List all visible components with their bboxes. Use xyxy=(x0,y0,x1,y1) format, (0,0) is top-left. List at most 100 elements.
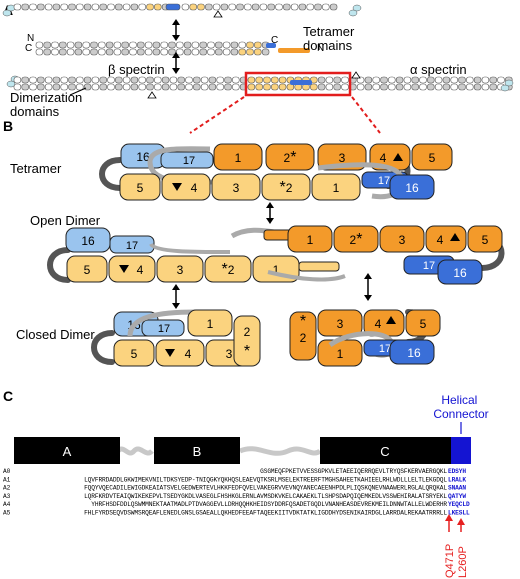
repeat-4-label: 4 xyxy=(375,317,382,331)
beta-repeat xyxy=(74,41,83,49)
alignment-row-name: A5 xyxy=(3,510,11,517)
repeat-1-label: 1 xyxy=(207,317,214,331)
repeat-1-beta-dark xyxy=(287,225,333,253)
repeat-3-beta-dark xyxy=(379,225,425,253)
alignment-row-sequence: FQQYVQECADILEWIGDKEAIATSVELGEDWERTEVLHKK… xyxy=(84,485,447,492)
spectrin-repeat xyxy=(317,83,326,91)
alpha-repeat xyxy=(152,48,161,56)
beta-repeat xyxy=(98,41,106,49)
spectrin-repeat xyxy=(388,76,396,84)
n-terminus-right-label: N xyxy=(317,43,324,54)
helical-connector-box xyxy=(451,437,471,464)
spectrin-repeat xyxy=(450,83,458,91)
beta-repeat xyxy=(144,41,153,49)
triangle-mark xyxy=(119,265,129,273)
helical-connector-label: Helical Connector xyxy=(433,393,488,421)
repeat-3-label: 3 xyxy=(339,151,346,165)
repeat-16-label: 16 xyxy=(453,266,467,280)
spectrin-repeat xyxy=(154,76,162,84)
repeat-16-alpha-dark xyxy=(389,174,435,200)
open-dimer-linker-left xyxy=(149,242,231,255)
repeat-16-alpha-dark xyxy=(389,339,435,365)
repeat-4-label: 4 xyxy=(137,263,144,277)
repeat-4-label: 4 xyxy=(185,347,192,361)
alpha-repeat xyxy=(322,3,330,11)
alpha-repeat xyxy=(275,3,283,11)
alignment-row-connector: LKESLL xyxy=(448,510,470,517)
spectrin-repeat xyxy=(185,83,193,91)
spectrin-repeat xyxy=(216,83,224,91)
actin-binding-domain xyxy=(504,79,514,87)
asterisk-mark: * xyxy=(244,343,250,360)
repeat-2-label: *2 xyxy=(280,179,293,196)
spectrin-repeat xyxy=(434,76,443,84)
spectrin-repeat xyxy=(388,83,396,91)
alignment-row-connector: EDSYH xyxy=(448,468,466,475)
spectrin-repeat xyxy=(372,76,380,84)
triangle-mark xyxy=(450,233,460,241)
alpha-repeat xyxy=(137,48,145,56)
repeat-17-alpha xyxy=(160,151,214,169)
spectrin-repeat xyxy=(317,76,326,84)
beta-repeat xyxy=(43,41,51,49)
spectrin-repeat xyxy=(37,76,45,84)
closed-dimer-label: Closed Dimer xyxy=(16,327,95,342)
loop-ab xyxy=(116,446,154,456)
repeat-4-label: 4 xyxy=(380,151,387,165)
alpha-repeat xyxy=(236,3,244,11)
open-dimer-label: Open Dimer xyxy=(30,213,101,228)
beta-repeat xyxy=(113,41,122,49)
spectrin-repeat xyxy=(146,76,154,84)
repeat-5-beta-light xyxy=(119,173,161,201)
beta-repeat xyxy=(90,41,98,49)
repeat-3-beta-light xyxy=(211,173,261,201)
arrow-open-closed-left xyxy=(172,284,180,309)
alpha-repeat xyxy=(222,48,231,56)
beta-repeat xyxy=(176,41,184,49)
spectrin-repeat xyxy=(138,76,146,84)
spectrin-repeat xyxy=(76,83,84,91)
triangle-mark xyxy=(393,153,403,161)
spectrin-repeat xyxy=(60,76,68,84)
repeat-1-label: 1 xyxy=(235,151,242,165)
spectrin-repeat xyxy=(68,83,76,91)
repeat-2-label: 2 xyxy=(300,331,307,345)
spectrin-repeat xyxy=(161,76,170,84)
spectrin-repeat xyxy=(83,76,92,84)
panel-b-letter: B xyxy=(3,118,13,134)
alpha-repeat xyxy=(74,48,83,56)
spectrin-repeat xyxy=(458,83,466,91)
repeat-1-label: 1 xyxy=(273,263,280,277)
alpha-tetramer-site xyxy=(165,3,181,11)
actin-binding-domain xyxy=(348,9,358,17)
spectrin-repeat xyxy=(427,76,435,84)
spectrin-repeat xyxy=(341,83,349,91)
spectrin-repeat xyxy=(395,76,404,84)
helix-a xyxy=(14,437,120,464)
alpha-repeat xyxy=(160,48,168,56)
alpha-repeat xyxy=(228,3,236,11)
beta-repeat xyxy=(129,41,137,49)
mutation-q471p-label: Q471P xyxy=(444,544,456,578)
alpha-repeat xyxy=(144,48,153,56)
c-terminus-right-label: C xyxy=(271,35,278,46)
spectrin-repeat xyxy=(341,76,349,84)
repeat-1-beta-light xyxy=(187,309,233,337)
panel-c-letter: C xyxy=(3,388,13,404)
repeat-17-label: 17 xyxy=(379,343,391,355)
alpha-repeat xyxy=(251,3,260,11)
spectrin-repeat xyxy=(310,76,318,84)
spectrin-repeat xyxy=(466,83,474,91)
repeat-3-label: 3 xyxy=(226,347,233,361)
repeat-5-label: 5 xyxy=(482,233,489,247)
repeat-1-label: 1 xyxy=(333,181,340,195)
helix-b xyxy=(154,437,240,464)
beta-repeat xyxy=(107,3,115,11)
spectrin-repeat xyxy=(255,83,263,91)
alignment-row-sequence: LQVFRRDADDLGKWIMEKVNILTDKSYEDP-TNIQGKYQK… xyxy=(84,476,447,483)
spectrin-repeat xyxy=(333,83,341,91)
spectrin-repeat xyxy=(473,83,482,91)
alpha-tetramer-site xyxy=(266,43,276,48)
repeat-2-label: 2 xyxy=(244,325,251,339)
